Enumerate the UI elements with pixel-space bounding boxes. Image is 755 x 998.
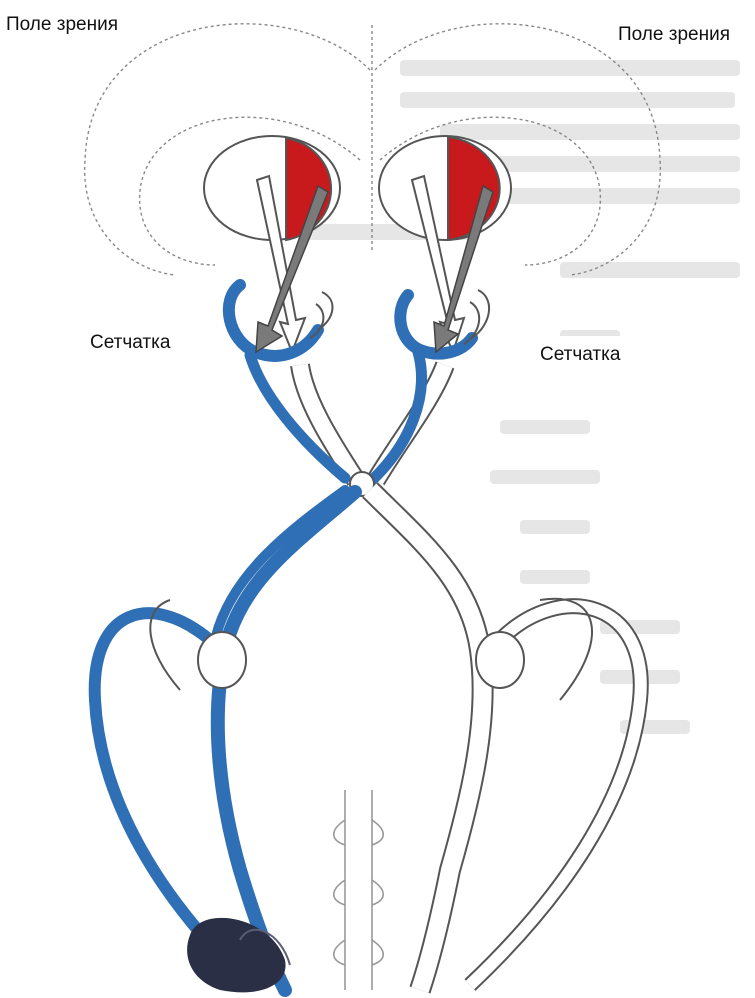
right-eye [379,136,511,240]
visual-field-label-left: Поле зрения [0,0,130,50]
retina-label-left: Сетчатка [70,320,184,370]
cortex-outline [334,790,384,990]
right-optic-tract [370,490,641,990]
left-optic-tract [95,490,355,990]
optic-nerves [250,352,445,482]
visual-cortex-terminal [187,918,290,993]
retina-label-right: Сетчатка [520,336,638,396]
visual-field-label-right: Поле зрения [610,20,738,50]
